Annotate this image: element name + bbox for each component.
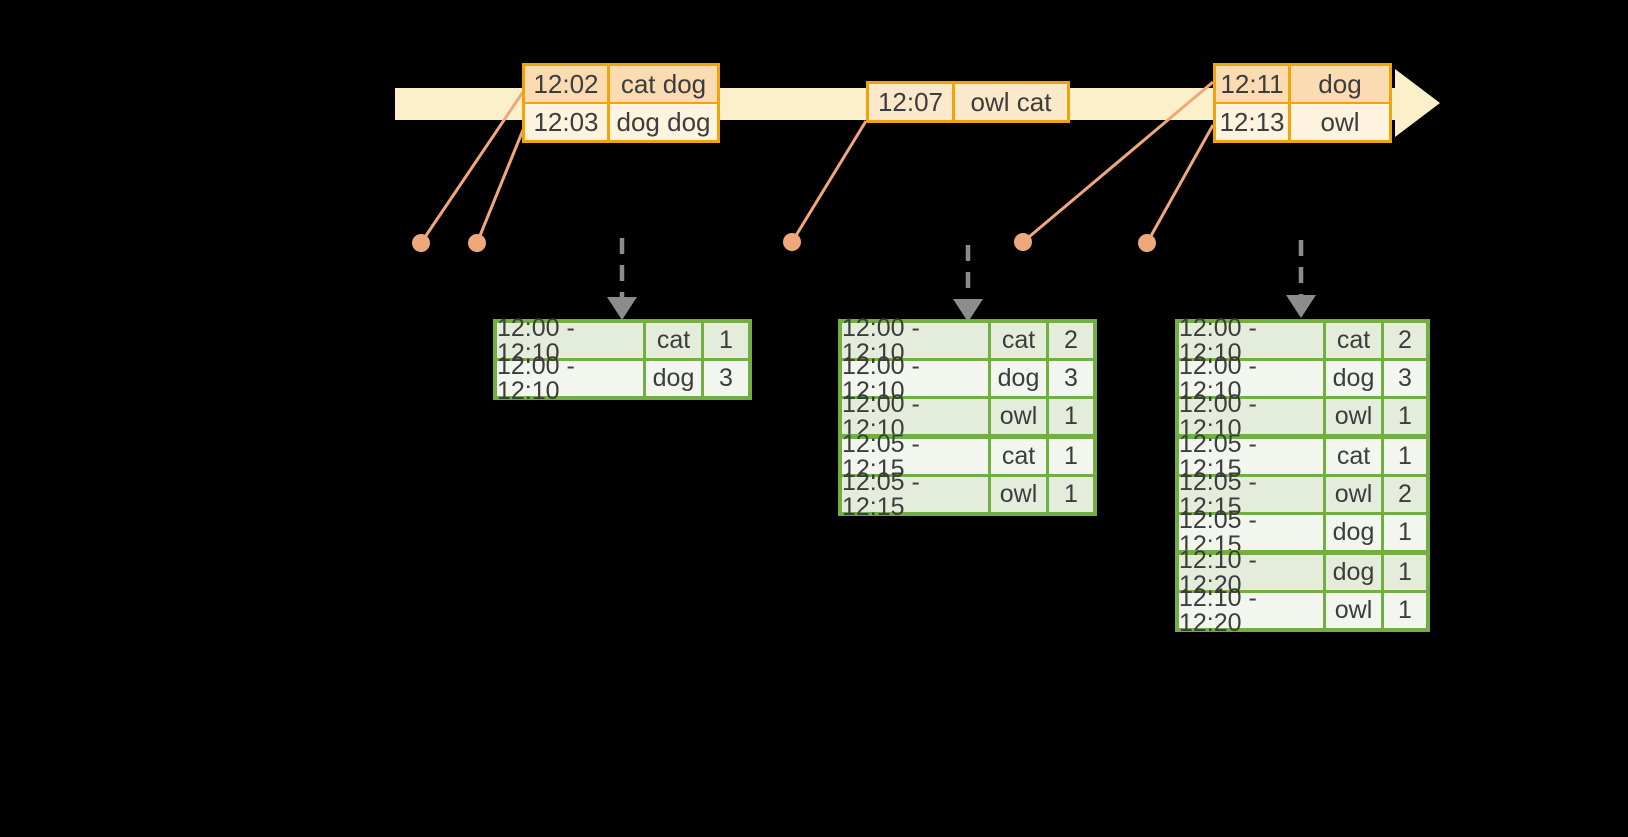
result-word: dog (1326, 555, 1381, 590)
result-count: 2 (1049, 323, 1093, 358)
result-window: 12:00 - 12:10 (1179, 391, 1323, 441)
event-row: 12:11 dog (1216, 66, 1389, 102)
result-count: 1 (1049, 399, 1093, 434)
result-row: 12:05 - 12:15 owl 2 (1179, 469, 1426, 519)
result-word: cat (991, 323, 1046, 358)
event-words: cat dog (610, 66, 717, 102)
result-window: 12:00 - 12:10 (842, 353, 988, 403)
event-words: dog dog (610, 104, 717, 140)
event-time: 12:03 (525, 104, 607, 140)
result-word: dog (646, 361, 701, 396)
result-count: 1 (1049, 477, 1093, 512)
result-window: 12:05 - 12:15 (1179, 431, 1323, 481)
connector-line-1203 (475, 129, 525, 244)
connector-line-1207 (790, 120, 868, 243)
result-table-3: 12:00 - 12:10 cat 2 12:00 - 12:10 dog 3 … (1175, 315, 1430, 635)
event-time: 12:13 (1216, 104, 1288, 140)
event-row: 12:13 owl (1216, 104, 1389, 140)
result-window: 12:00 - 12:10 (842, 391, 988, 441)
result-window: 12:05 - 12:15 (842, 469, 988, 519)
result-count: 1 (1384, 515, 1426, 550)
result-word: owl (1326, 593, 1381, 628)
result-word: cat (991, 439, 1046, 474)
result-row: 12:00 - 12:10 cat 2 (1179, 315, 1426, 365)
result-count: 1 (1384, 439, 1426, 474)
event-dot-1211 (1014, 233, 1032, 251)
connector-line-1202 (419, 91, 525, 244)
event-dot-1202 (412, 234, 430, 252)
result-word: dog (1326, 515, 1381, 550)
event-words: dog (1291, 66, 1389, 102)
result-row: 12:00 - 12:10 dog 3 (1179, 353, 1426, 403)
trigger-arrowhead-3 (1286, 295, 1316, 318)
result-count: 3 (1049, 361, 1093, 396)
result-word: dog (991, 361, 1046, 396)
result-row: 12:00 - 12:10 dog 3 (497, 353, 748, 403)
result-word: owl (991, 399, 1046, 434)
result-row: 12:00 - 12:10 dog 3 (842, 353, 1093, 403)
result-table-1: 12:00 - 12:10 cat 1 12:00 - 12:10 dog 3 (493, 315, 752, 403)
event-table-2: 12:07 owl cat (866, 81, 1070, 123)
result-window: 12:05 - 12:15 (1179, 507, 1323, 557)
event-row: 12:07 owl cat (869, 84, 1067, 120)
result-count: 1 (1049, 439, 1093, 474)
result-row: 12:05 - 12:15 owl 1 (842, 469, 1093, 519)
result-row: 12:00 - 12:10 owl 1 (842, 391, 1093, 441)
event-dot-1207 (783, 233, 801, 251)
event-time: 12:07 (869, 84, 952, 120)
result-window: 12:10 - 12:20 (1179, 585, 1323, 635)
result-count: 1 (1384, 399, 1426, 434)
result-count: 3 (1384, 361, 1426, 396)
event-words: owl (1291, 104, 1389, 140)
result-count: 3 (704, 361, 748, 396)
event-row: 12:02 cat dog (525, 66, 717, 102)
result-row: 12:00 - 12:10 cat 1 (497, 315, 748, 365)
connector-line-1213 (1145, 124, 1215, 244)
event-connector-lines (419, 80, 1215, 244)
result-count: 1 (704, 323, 748, 358)
result-count: 2 (1384, 323, 1426, 358)
event-time-dots (412, 233, 1156, 252)
result-word: cat (646, 323, 701, 358)
result-count: 2 (1384, 477, 1426, 512)
trigger-arrowhead-2 (953, 299, 983, 322)
result-word: cat (1326, 439, 1381, 474)
result-count: 1 (1384, 593, 1426, 628)
result-table-2: 12:00 - 12:10 cat 2 12:00 - 12:10 dog 3 … (838, 315, 1097, 519)
result-word: owl (991, 477, 1046, 512)
trigger-arrowheads (607, 295, 1316, 322)
event-dot-1203 (468, 234, 486, 252)
event-dot-1213 (1138, 234, 1156, 252)
event-time: 12:11 (1216, 66, 1288, 102)
event-words: owl cat (955, 84, 1067, 120)
result-row: 12:10 - 12:20 owl 1 (1179, 585, 1426, 635)
result-row: 12:00 - 12:10 owl 1 (1179, 391, 1426, 441)
connector-line-1211 (1022, 80, 1214, 244)
result-row: 12:05 - 12:15 cat 1 (1179, 431, 1426, 481)
event-table-1: 12:02 cat dog 12:03 dog dog (522, 63, 720, 143)
result-word: owl (1326, 399, 1381, 434)
result-row: 12:05 - 12:15 dog 1 (1179, 507, 1426, 557)
result-count: 1 (1384, 555, 1426, 590)
result-word: owl (1326, 477, 1381, 512)
event-time: 12:02 (525, 66, 607, 102)
result-window: 12:00 - 12:10 (1179, 315, 1323, 365)
trigger-arrowhead-1 (607, 297, 637, 320)
trigger-arrows (619, 238, 1304, 300)
event-table-3: 12:11 dog 12:13 owl (1213, 63, 1392, 143)
result-window: 12:00 - 12:10 (497, 353, 643, 403)
event-row: 12:03 dog dog (525, 104, 717, 140)
result-word: dog (1326, 361, 1381, 396)
result-word: cat (1326, 323, 1381, 358)
